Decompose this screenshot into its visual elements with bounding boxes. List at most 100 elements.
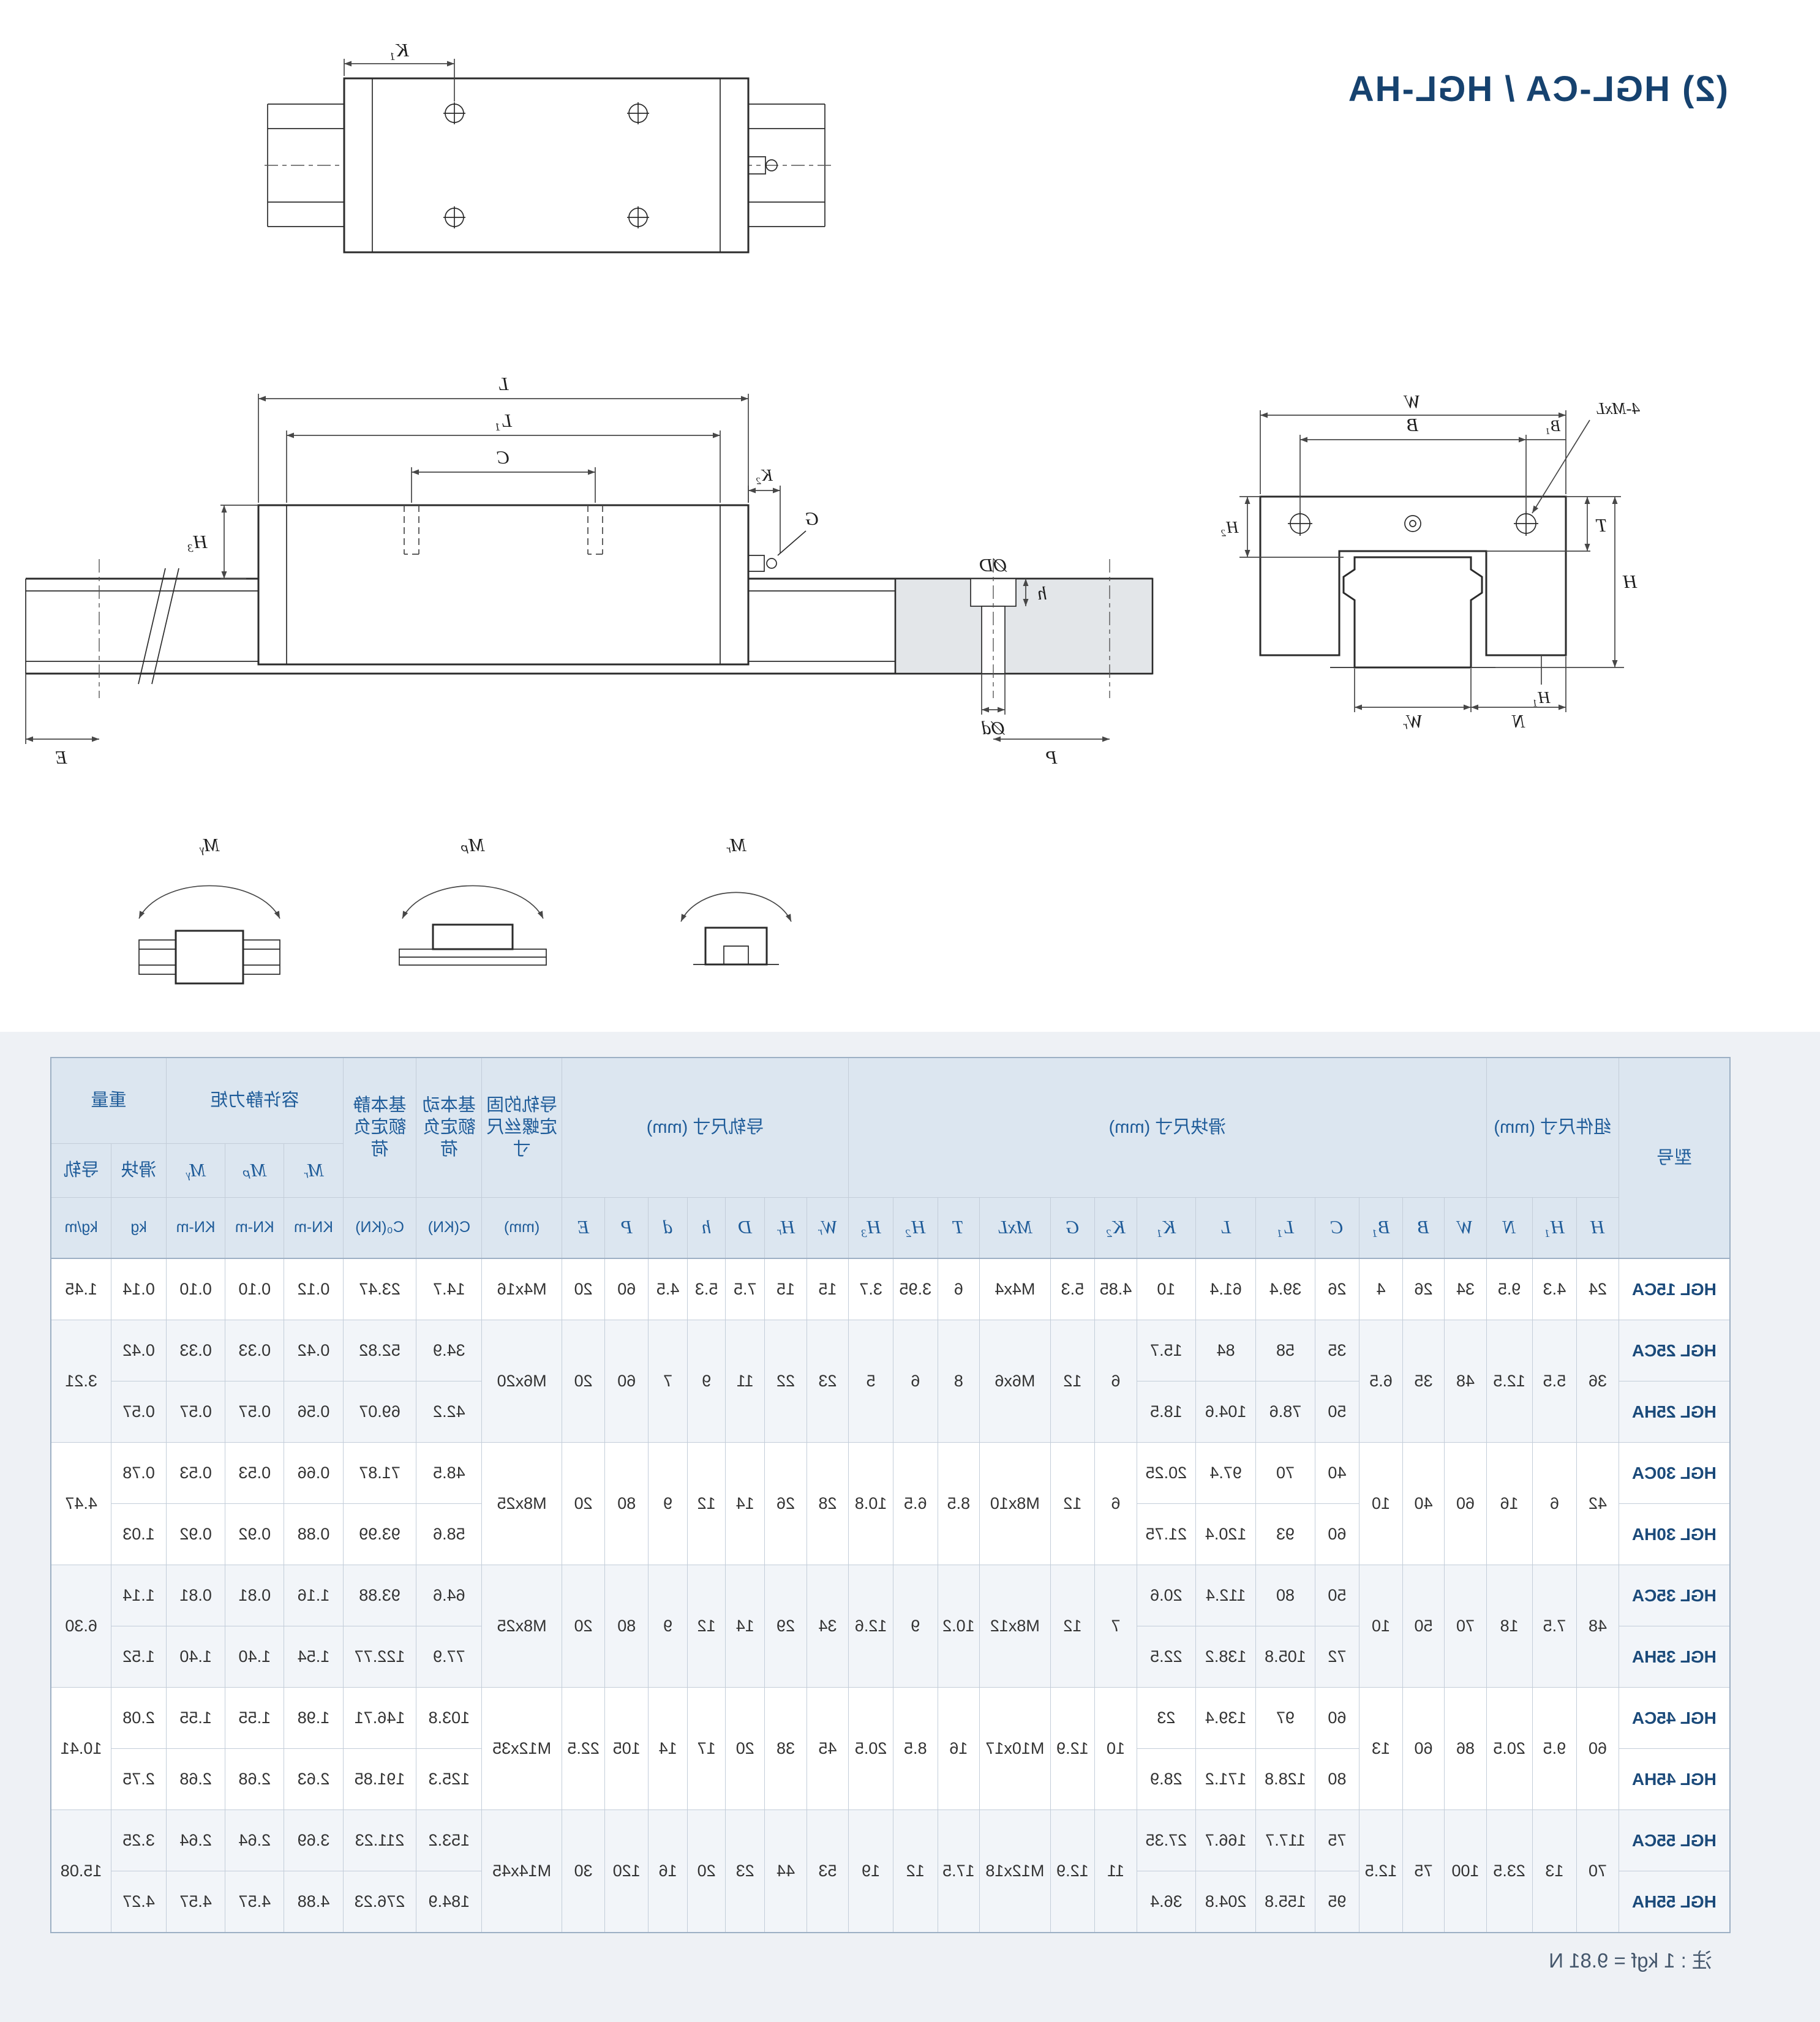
spec-cell: 276.23 — [343, 1871, 416, 1933]
spec-cell: M10x17 — [979, 1687, 1051, 1810]
spec-cell: 18.5 — [1137, 1381, 1196, 1443]
moment-MR-icon: Mᵣ — [680, 834, 792, 966]
dim-label-H1: H₁ — [1533, 688, 1551, 707]
spec-cell: 0.33 — [225, 1320, 284, 1381]
spec-cell: 8.5 — [893, 1687, 938, 1810]
spec-cell: 22.5 — [1137, 1626, 1196, 1688]
dim-label-OD: ØD — [980, 554, 1008, 576]
spec-cell: 22 — [764, 1320, 807, 1443]
spec-cell: 93 — [1255, 1503, 1315, 1565]
col-N: N — [1486, 1197, 1533, 1258]
spec-cell: 2.08 — [111, 1687, 167, 1749]
spec-cell: 0.56 — [284, 1381, 344, 1443]
spec-cell: 64.6 — [416, 1565, 482, 1626]
spec-cell: M4x16 — [481, 1258, 562, 1320]
spec-cell: 20 — [562, 1565, 605, 1688]
spec-cell: M6x20 — [481, 1320, 562, 1443]
spec-cell: 6.5 — [893, 1442, 938, 1565]
spec-cell: 78.6 — [1255, 1381, 1315, 1443]
spec-cell: 105 — [604, 1687, 649, 1810]
spec-cell: 2.64 — [225, 1810, 284, 1871]
col-K1: K₁ — [1137, 1197, 1196, 1258]
spec-cell: 0.81 — [225, 1565, 284, 1626]
spec-cell: 93.88 — [343, 1565, 416, 1626]
spec-cell: 20.5 — [1486, 1687, 1533, 1810]
spec-cell: 48.5 — [416, 1442, 482, 1504]
spec-cell: 10 — [1094, 1687, 1137, 1810]
group-header-dynamic-load: 基本动额定负荷 — [416, 1058, 482, 1197]
spec-cell: 11 — [1094, 1810, 1137, 1933]
col-P: P — [604, 1197, 649, 1258]
col-H1: H₁ — [1532, 1197, 1577, 1258]
spec-cell: M8x10 — [979, 1442, 1051, 1565]
spec-cell: 12 — [893, 1810, 938, 1933]
col-E: E — [562, 1197, 605, 1258]
dim-label-H: H — [1622, 571, 1638, 592]
spec-cell: 0.33 — [166, 1320, 225, 1381]
spec-cell: 117.7 — [1255, 1810, 1315, 1871]
spec-cell: 3.69 — [284, 1810, 344, 1871]
col-W: W — [1444, 1197, 1487, 1258]
spec-cell: 0.42 — [111, 1320, 167, 1381]
spec-cell: 53 — [807, 1810, 849, 1933]
spec-cell: 30 — [562, 1810, 605, 1933]
subheader-rail-weight: 导轨 — [51, 1143, 111, 1197]
spec-cell: 7.5 — [1532, 1565, 1577, 1688]
dim-label-B: B — [1407, 414, 1418, 435]
spec-cell: 10.2 — [938, 1565, 980, 1688]
spec-cell: 9.5 — [1486, 1258, 1533, 1320]
spec-cell: 3.21 — [51, 1320, 111, 1443]
model-cell: HGL 45HA — [1619, 1748, 1730, 1810]
model-cell: HGL 45CA — [1619, 1687, 1730, 1749]
spec-cell: 50 — [1402, 1565, 1445, 1688]
spec-cell: 61.4 — [1195, 1258, 1256, 1320]
spec-cell: 103.8 — [416, 1687, 482, 1749]
dim-label-K2: K₂ — [756, 466, 773, 484]
spec-cell: 12 — [1050, 1320, 1095, 1443]
spec-cell: 12.5 — [1486, 1320, 1533, 1443]
spec-cell: 20 — [687, 1810, 726, 1933]
spec-cell: 1.55 — [166, 1687, 225, 1749]
spec-cell: 28.9 — [1137, 1748, 1196, 1810]
spec-cell: 17 — [687, 1687, 726, 1810]
spec-cell: 3.95 — [893, 1258, 938, 1320]
spec-cell: 50 — [1315, 1565, 1359, 1626]
spec-cell: 13 — [1359, 1687, 1403, 1810]
spec-cell: 9 — [648, 1442, 688, 1565]
spec-cell: 0.53 — [225, 1442, 284, 1504]
col-HR: Hᵣ — [764, 1197, 807, 1258]
model-cell: HGL 55CA — [1619, 1810, 1730, 1871]
end-view-drawing: W B B₁ 4-MxL T H H₁ N Wᵣ H₂ — [1221, 392, 1640, 732]
spec-cell: 16 — [938, 1687, 980, 1810]
spec-cell: 0.92 — [166, 1503, 225, 1565]
model-cell: HGL 35HA — [1619, 1626, 1730, 1688]
spec-cell: 6 — [938, 1258, 980, 1320]
spec-cell: 139.4 — [1195, 1687, 1256, 1749]
spec-cell: 7 — [1094, 1565, 1137, 1688]
col-D: D — [725, 1197, 765, 1258]
moment-label-MR: Mᵣ — [726, 834, 746, 855]
subheader-My: Mᵧ — [166, 1143, 225, 1197]
spec-cell: 184.9 — [416, 1871, 482, 1933]
spec-cell: 58 — [1255, 1320, 1315, 1381]
bolt-callout-label: 4-MxL — [1596, 399, 1640, 418]
spec-cell: 80 — [1315, 1748, 1359, 1810]
spec-table-wrap: 型号 组件尺寸 (mm) 滑块尺寸 (mm) 导轨尺寸 (mm) 导轨的固定螺丝… — [50, 1057, 1731, 1933]
spec-cell: 35 — [1402, 1320, 1445, 1443]
spec-cell: 6 — [1094, 1320, 1137, 1443]
col-H2: H₂ — [893, 1197, 938, 1258]
dim-label-H3: H₃ — [187, 531, 208, 552]
dim-label-H2: H₂ — [1221, 518, 1239, 536]
spec-cell: 0.12 — [284, 1258, 344, 1320]
group-header-weight: 重量 — [51, 1058, 167, 1143]
spec-cell: 11 — [725, 1320, 765, 1443]
spec-cell: 2.63 — [284, 1748, 344, 1810]
spec-cell: 6.5 — [1359, 1320, 1403, 1443]
spec-cell: 1.40 — [166, 1626, 225, 1688]
dim-label-h: h — [1037, 582, 1047, 604]
unit-screw: (mm) — [481, 1197, 562, 1258]
spec-cell: 27.35 — [1137, 1810, 1196, 1871]
model-cell: HGL 30CA — [1619, 1442, 1730, 1504]
spec-cell: 22.5 — [562, 1687, 605, 1810]
